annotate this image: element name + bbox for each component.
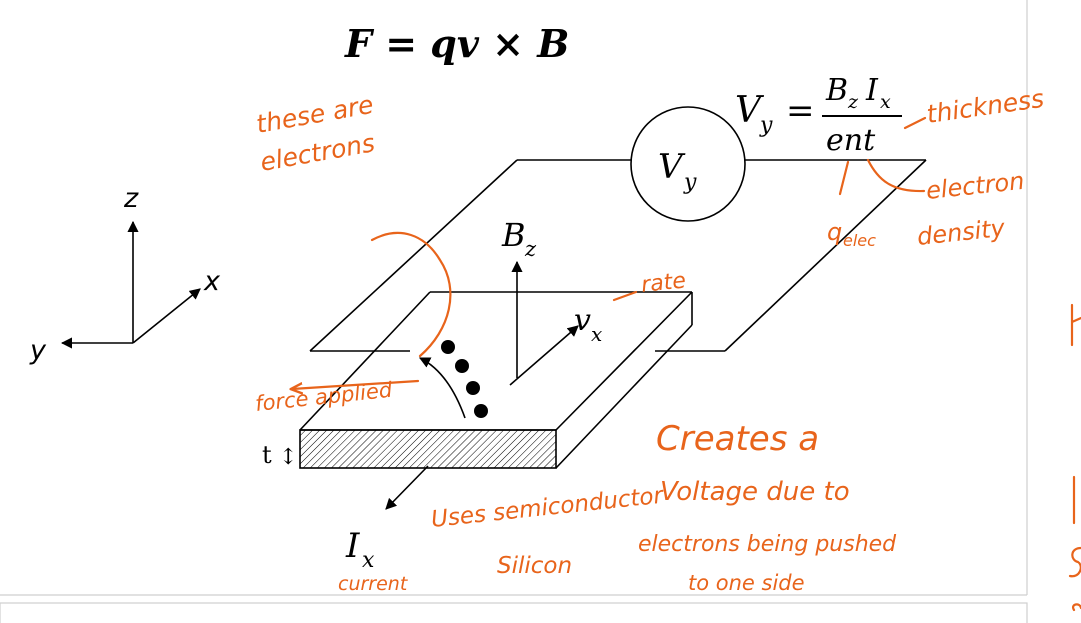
- note-silicon: Silicon: [497, 553, 572, 579]
- next-slide-edge: [0, 602, 1028, 623]
- coordinate-axes: z x y: [29, 183, 221, 366]
- note-semiconductor: Uses semiconductor: [430, 483, 666, 533]
- velocity-vector: v x: [509, 303, 602, 386]
- note-q-sub: elec: [843, 231, 876, 250]
- thickness-marker: t ↕: [262, 441, 297, 470]
- svg-text:B: B: [501, 216, 526, 254]
- svg-text:y: y: [683, 170, 697, 195]
- note-voltage-2: electrons being pushed: [638, 532, 897, 557]
- thickness-pointer: [903, 116, 927, 130]
- svg-text:↕: ↕: [279, 445, 297, 470]
- note-rate: rate: [640, 268, 687, 298]
- svg-text:x: x: [880, 91, 891, 113]
- note-force-applied: force applied: [254, 378, 394, 416]
- note-voltage-1: Voltage due to: [660, 477, 850, 507]
- svg-text:I: I: [865, 73, 879, 108]
- svg-text:V: V: [735, 90, 765, 131]
- rate-pointer: [612, 290, 638, 302]
- z-axis-label: z: [123, 183, 139, 214]
- svg-text:B: B: [825, 73, 848, 108]
- hall-voltage-equation: V y = B z I x ent: [735, 73, 902, 158]
- svg-text:x: x: [591, 322, 602, 346]
- note-current: current: [338, 573, 409, 595]
- note-thickness: thickness: [925, 84, 1046, 129]
- magnetic-field-vector: B z: [501, 216, 537, 378]
- electron: [455, 359, 469, 373]
- svg-text:=: =: [786, 91, 815, 131]
- svg-text:ent: ent: [826, 123, 876, 158]
- electrons: [441, 340, 488, 418]
- circuit-loop: [309, 159, 927, 352]
- offslide-ink-1: [1070, 303, 1081, 347]
- offslide-ink-3: [1068, 546, 1081, 578]
- svg-text:z: z: [847, 91, 859, 113]
- electron: [441, 340, 455, 354]
- svg-text:y: y: [759, 113, 773, 138]
- y-axis-label: y: [29, 335, 47, 366]
- svg-text:I: I: [345, 526, 360, 566]
- x-axis-label: x: [203, 266, 221, 297]
- electrons-pointer-line: [370, 231, 452, 358]
- svg-text:x: x: [362, 548, 375, 573]
- lorentz-force-equation: F = qv × B: [344, 21, 569, 66]
- electron-deflection-arrow: [418, 357, 466, 419]
- note-q: q: [827, 218, 842, 246]
- note-density: density: [916, 214, 1007, 251]
- svg-text:z: z: [524, 237, 537, 261]
- offslide-ink-4: [1072, 603, 1081, 612]
- electron: [474, 404, 488, 418]
- current-vector: I x: [345, 465, 429, 573]
- voltmeter: V y: [630, 106, 746, 222]
- svg-text:v: v: [574, 303, 591, 338]
- svg-text:t: t: [262, 441, 272, 469]
- note-voltage-3: to one side: [688, 571, 805, 595]
- note-creates-a: Creates a: [656, 419, 819, 459]
- electron: [466, 381, 480, 395]
- force-applied-arrow: [292, 379, 420, 389]
- note-electron: electron: [925, 167, 1026, 205]
- svg-text:V: V: [658, 147, 686, 187]
- q-elec-pointer: [838, 160, 850, 196]
- semiconductor-slab: [299, 291, 693, 469]
- density-pointer: [866, 158, 926, 193]
